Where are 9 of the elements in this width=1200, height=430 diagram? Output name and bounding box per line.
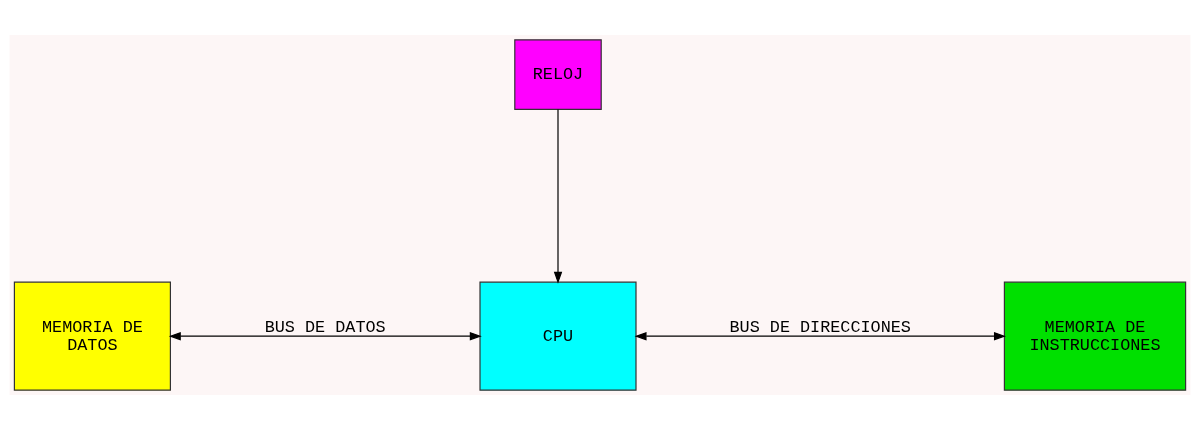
arrow — [634, 332, 1006, 341]
edge-label: BUS DE DIRECCIONES — [729, 317, 911, 337]
arrow — [553, 108, 563, 284]
node-box: CPU — [479, 281, 637, 391]
edge-label: BUS DE DATOS — [264, 317, 386, 337]
arrow — [168, 332, 482, 341]
node-box: MEMORIA DE DATOS — [13, 281, 171, 391]
node-box: RELOJ — [514, 39, 602, 110]
node-box: MEMORIA DE INSTRUCCIONES — [1003, 281, 1187, 391]
